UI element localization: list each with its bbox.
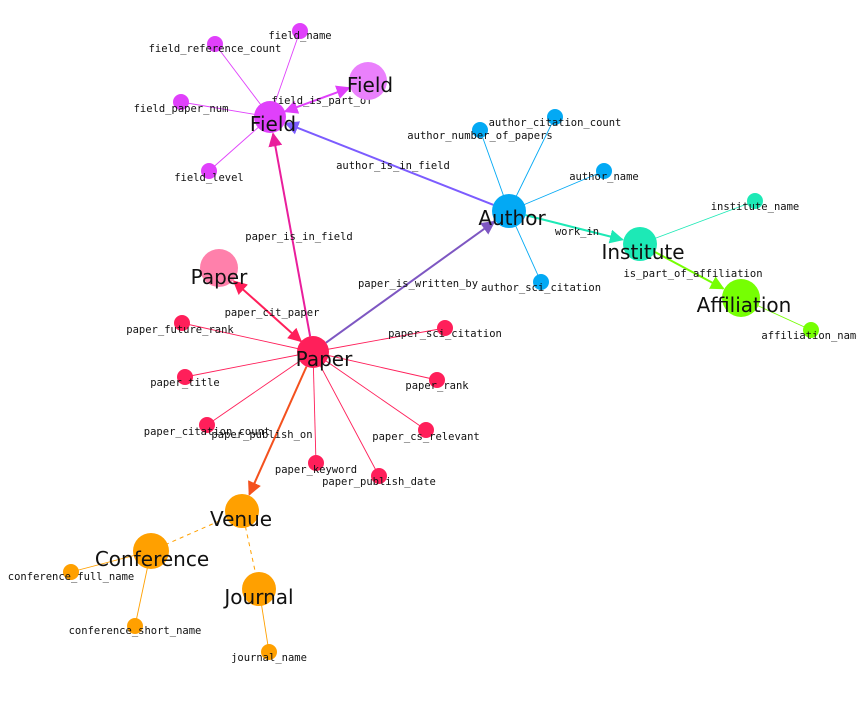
node-label-paper_cs_relevant: paper_cs_relevant (372, 431, 479, 443)
edge-paper-to-paper_keyword (312, 351, 317, 464)
node-affiliation_name[interactable] (803, 322, 819, 338)
edge-label-field-to-field2: field_is_part_of (271, 95, 372, 107)
node-field2[interactable] (349, 62, 387, 100)
edge-institute-to-institute_name (639, 200, 756, 245)
node-label-institute_name: institute_name (711, 201, 800, 213)
edge-label-paper-to-paper2: paper_cit_paper (225, 307, 320, 319)
node-author[interactable] (492, 194, 526, 228)
node-label-institute: Institute (601, 240, 684, 264)
node-field_paper_num[interactable] (173, 94, 189, 110)
node-conference_short_name[interactable] (127, 618, 143, 634)
node-label-conference_full_name: conference_full_name (8, 571, 134, 583)
node-institute_name[interactable] (747, 193, 763, 209)
node-label-paper_sci_citation: paper_sci_citation (388, 328, 502, 340)
node-label-author_citation_count: author_citation_count (489, 117, 622, 129)
node-label-paper_rank: paper_rank (405, 380, 469, 392)
node-label-author_name: author_name (569, 171, 639, 183)
node-paper_cs_relevant[interactable] (418, 422, 434, 438)
node-conference_full_name[interactable] (63, 564, 79, 580)
labels-layer: FieldFieldfield_namefield_reference_coun… (8, 30, 857, 664)
edge-paper-to-paper_title (184, 351, 314, 378)
edge-paper-to-paper_cs_relevant (312, 351, 427, 431)
node-label-journal_name: journal_name (231, 652, 307, 664)
node-field_name[interactable] (292, 23, 308, 39)
nodes-layer (63, 23, 819, 660)
edge-paper-to-field (268, 132, 312, 337)
node-author_citation_count[interactable] (547, 109, 563, 125)
node-label-journal: Journal (222, 585, 293, 609)
edge-author-to-institute (525, 214, 624, 244)
node-label-paper_title: paper_title (150, 377, 220, 389)
node-venue[interactable] (225, 494, 259, 528)
node-label-paper_keyword: paper_keyword (275, 464, 357, 476)
edge-paper-to-paper_citation_count (206, 351, 314, 426)
edge-author-to-field (284, 121, 494, 206)
node-label-author_number_of_papers: author_number_of_papers (407, 130, 552, 142)
edge-paper-to-venue (248, 366, 308, 496)
edge-paper-to-paper2 (232, 280, 303, 343)
edge-label-author-to-institute: work_in (555, 226, 599, 238)
edge-paper-to-paper_publish_date (312, 351, 380, 477)
edge-label-paper-to-field: paper_is_in_field (245, 231, 352, 243)
node-label-conference: Conference (95, 547, 209, 571)
node-label-field_name: field_name (268, 30, 331, 42)
edge-label-author-to-field: author_is_in_field (336, 160, 450, 172)
node-journal_name[interactable] (261, 644, 277, 660)
node-paper_citation_count[interactable] (199, 417, 215, 433)
node-label-paper_citation_count: paper_citation_count (144, 426, 270, 438)
node-label-venue: Venue (210, 507, 272, 531)
edges-layer (70, 30, 812, 653)
node-affiliation[interactable] (722, 279, 760, 317)
node-conference[interactable] (133, 533, 169, 569)
node-paper_future_rank[interactable] (174, 315, 190, 331)
node-label-author_sci_citation: author_sci_citation (481, 282, 601, 294)
node-label-paper2: Paper (191, 265, 248, 289)
edge-paper-to-paper_rank (312, 351, 438, 381)
node-field[interactable] (254, 101, 286, 133)
node-author_sci_citation[interactable] (533, 274, 549, 290)
node-label-field_paper_num: field_paper_num (134, 103, 229, 115)
node-author_name[interactable] (596, 163, 612, 179)
edge-author-to-author_citation_count (508, 116, 556, 212)
node-paper_sci_citation[interactable] (437, 320, 453, 336)
node-label-field: Field (250, 112, 296, 136)
node-paper_rank[interactable] (429, 372, 445, 388)
node-institute[interactable] (623, 227, 657, 261)
node-label-field_reference_count: field_reference_count (149, 43, 282, 55)
edge-label-paper-to-venue: paper_publish_on (211, 429, 312, 441)
node-paper_title[interactable] (177, 369, 193, 385)
node-label-paper_publish_date: paper_publish_date (322, 476, 436, 488)
edge-author-to-author_name (508, 170, 605, 212)
node-label-field2: Field (347, 73, 393, 97)
edge-institute-to-affiliation (654, 251, 725, 290)
edge-labels-layer: field_is_part_of author_is_in_field work_i… (211, 95, 762, 441)
node-field_level[interactable] (201, 163, 217, 179)
edge-label-paper-to-author: paper_is_written_by (358, 278, 478, 290)
edge-paper-to-paper_sci_citation (312, 327, 446, 353)
node-label-affiliation_name: affiliation_name (761, 330, 857, 342)
node-field_reference_count[interactable] (207, 36, 223, 52)
node-label-paper_future_rank: paper_future_rank (126, 324, 234, 336)
node-label-conference_short_name: conference_short_name (69, 625, 202, 637)
node-paper_keyword[interactable] (308, 455, 324, 471)
node-paper_publish_date[interactable] (371, 468, 387, 484)
node-paper[interactable] (297, 336, 329, 368)
edge-paper-to-author (325, 220, 496, 344)
node-label-paper: Paper (296, 347, 353, 371)
node-label-field_level: field_level (174, 172, 244, 184)
node-label-affiliation: Affiliation (697, 293, 792, 317)
edge-paper-to-paper_future_rank (181, 322, 314, 353)
node-journal[interactable] (242, 572, 276, 606)
node-label-author: Author (478, 206, 546, 230)
node-paper2[interactable] (200, 249, 238, 287)
edge-label-institute-to-affiliation: is_part_of_affiliation (623, 268, 762, 280)
node-author_number_of_papers[interactable] (472, 122, 488, 138)
edge-field-to-field2 (283, 85, 351, 114)
